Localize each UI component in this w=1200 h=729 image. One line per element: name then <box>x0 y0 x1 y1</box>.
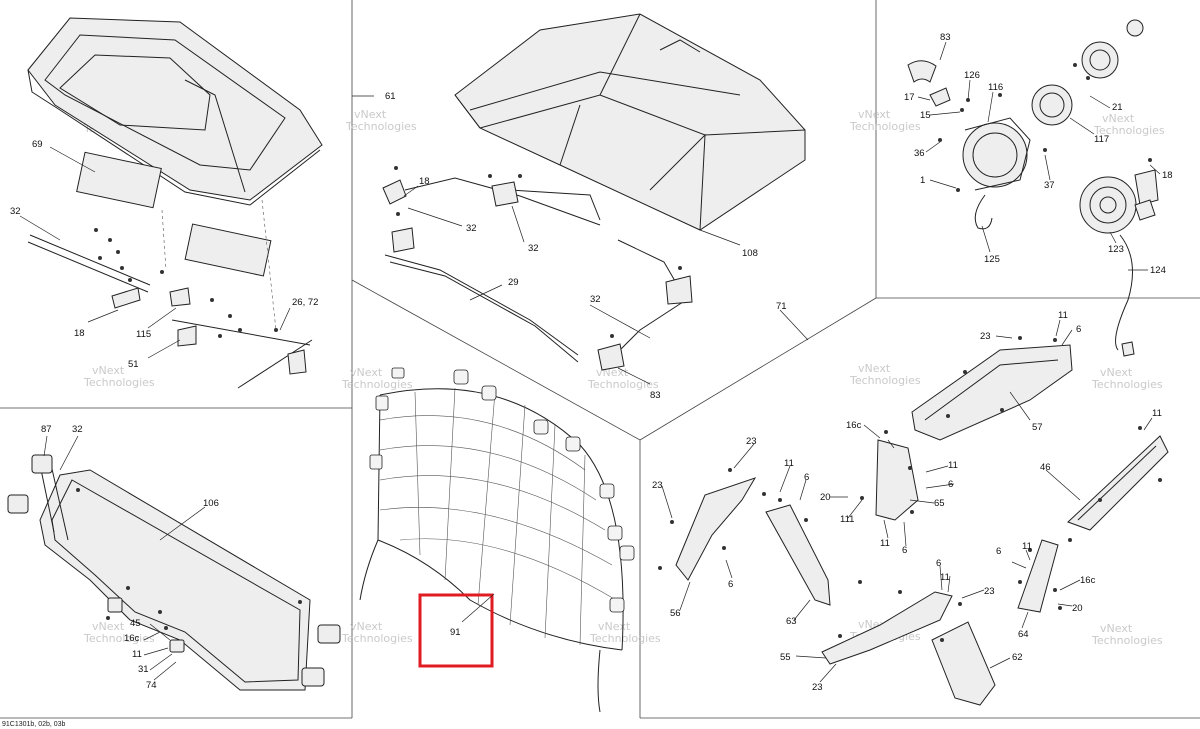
callout-31: 31 <box>138 664 149 675</box>
callout-62: 62 <box>1012 652 1023 663</box>
callout-36: 36 <box>914 148 925 159</box>
callout-11: 11 <box>880 538 890 549</box>
callout-57: 57 <box>1032 422 1043 433</box>
callout-61: 61 <box>385 91 396 102</box>
callout-16c: 16c <box>846 420 862 431</box>
callout-51: 51 <box>128 359 139 370</box>
callout-32: 32 <box>72 424 83 435</box>
callout-108: 108 <box>742 248 758 259</box>
callout-37: 37 <box>1044 180 1055 191</box>
callout-6: 6 <box>936 558 941 569</box>
callout-32: 32 <box>528 243 539 254</box>
callout-11: 11 <box>784 458 794 469</box>
callout-32: 32 <box>10 206 21 217</box>
callout-11: 11 <box>1022 541 1032 552</box>
callout-23: 23 <box>652 480 663 491</box>
callout-116: 116 <box>988 82 1003 93</box>
callout-64: 64 <box>1018 629 1029 640</box>
callout-23: 23 <box>812 682 823 693</box>
callout-32: 32 <box>590 294 601 305</box>
callout-32: 32 <box>466 223 477 234</box>
callout-123: 123 <box>1108 244 1124 255</box>
callout-17: 17 <box>904 92 915 103</box>
callout-26-72: 26, 72 <box>292 297 318 308</box>
callout-6: 6 <box>728 579 733 590</box>
callout-11: 11 <box>1152 408 1162 419</box>
highlight-box-91 <box>418 593 494 668</box>
callout-71: 71 <box>776 301 787 312</box>
callout-11: 11 <box>940 572 950 583</box>
callout-6: 6 <box>902 545 907 556</box>
callout-11: 11 <box>132 649 142 660</box>
callout-6: 6 <box>804 472 809 483</box>
callout-111: 111 <box>840 514 854 525</box>
callout-69: 69 <box>32 139 43 150</box>
callout-20: 20 <box>820 492 831 503</box>
callout-21: 21 <box>1112 102 1123 113</box>
callout-20: 20 <box>1072 603 1083 614</box>
panel-roof: 61 18 32 32 108 29 32 83 <box>352 13 806 401</box>
drawing-reference-code: 91C1301b, 02b, 03b <box>2 721 66 728</box>
callout-126: 126 <box>964 70 980 81</box>
callout-6: 6 <box>1076 324 1081 335</box>
panel-rear-window: 87 32 106 45 16c 11 31 74 <box>7 424 341 691</box>
callout-6: 6 <box>996 546 1001 557</box>
callout-45: 45 <box>130 618 141 629</box>
callout-106: 106 <box>203 498 219 509</box>
callout-1: 1 <box>920 175 925 186</box>
callout-125: 125 <box>984 254 1000 265</box>
callout-74: 74 <box>146 680 157 691</box>
callout-18: 18 <box>419 176 430 187</box>
callout-83: 83 <box>940 32 951 43</box>
callout-18: 18 <box>1162 170 1173 181</box>
panel-speakers: 83 17 126 116 15 21 36 117 1 37 18 125 1… <box>904 19 1173 357</box>
callout-115: 115 <box>136 329 151 340</box>
callout-56: 56 <box>670 608 681 619</box>
callout-23: 23 <box>984 586 995 597</box>
panel-fenders-trim: 71 <box>652 301 1169 706</box>
callout-117: 117 <box>1094 134 1109 145</box>
callout-6: 6 <box>948 479 953 490</box>
panel-rear-storage: 69 32 18 115 51 26, 72 <box>10 17 323 389</box>
callout-87: 87 <box>41 424 52 435</box>
callout-63: 63 <box>786 616 797 627</box>
panel-rear-net: 91 <box>359 367 635 713</box>
callout-23: 23 <box>746 436 757 447</box>
callout-16c: 16c <box>1080 575 1096 586</box>
callout-18: 18 <box>74 328 85 339</box>
callout-65: 65 <box>934 498 945 509</box>
callout-11: 11 <box>948 460 958 471</box>
callout-124: 124 <box>1150 265 1166 276</box>
callout-16c: 16c <box>124 633 140 644</box>
callout-23: 23 <box>980 331 991 342</box>
callout-83: 83 <box>650 390 661 401</box>
callout-15: 15 <box>920 110 931 121</box>
callout-46: 46 <box>1040 462 1051 473</box>
callout-91: 91 <box>450 627 461 638</box>
callout-11: 11 <box>1058 310 1068 321</box>
callout-55: 55 <box>780 652 791 663</box>
callout-29: 29 <box>508 277 519 288</box>
